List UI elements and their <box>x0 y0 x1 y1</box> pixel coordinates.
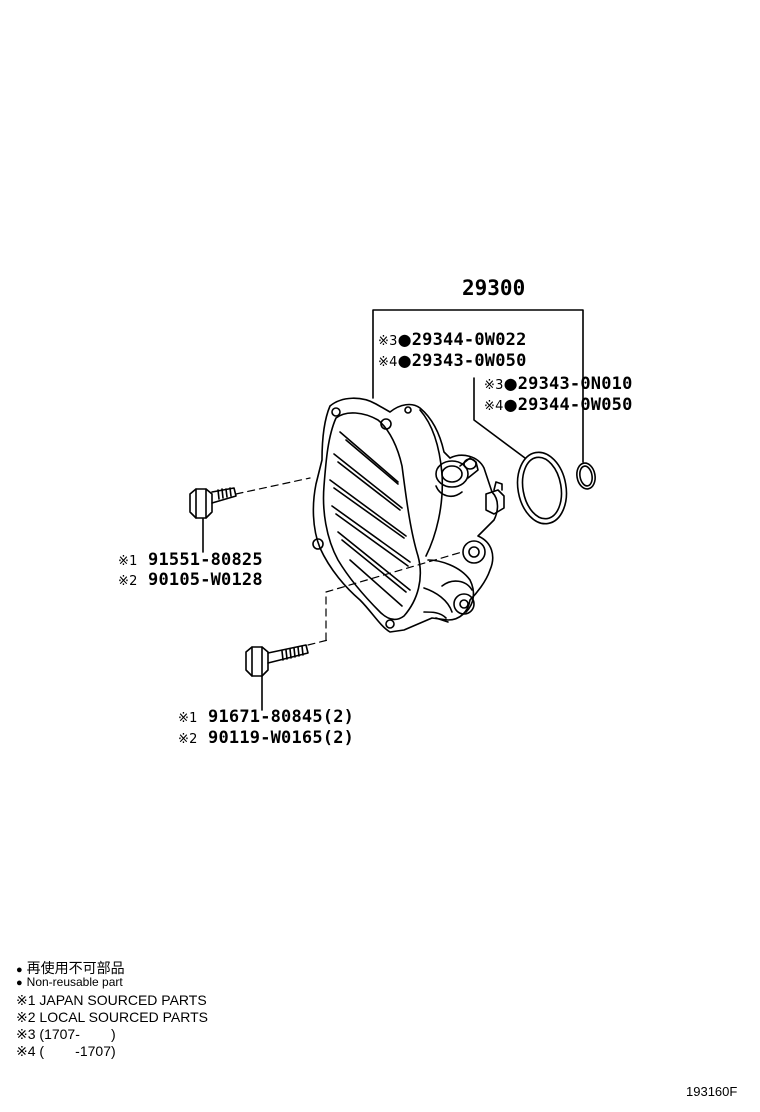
leader-lines <box>202 377 526 711</box>
assembly-bracket <box>372 309 584 463</box>
callout-c1: ※3●29344-0W022 <box>378 330 527 350</box>
callout-c3: ※3●29343-0N010 <box>484 374 633 394</box>
part-number: 91671-80845(2) <box>208 707 355 727</box>
callout-c6: ※2 90105-W0128 <box>118 570 263 590</box>
callout-mark: ※3 <box>484 378 504 393</box>
legend-note-1: ※1 JAPAN SOURCED PARTS <box>16 992 207 1008</box>
legend-note-3: ※3 (1707- ) <box>16 1026 116 1042</box>
bolt-lower <box>245 644 309 677</box>
callout-mark: ※1 <box>118 554 138 569</box>
part-number: 29343-0W050 <box>411 351 527 371</box>
vacuum-pump-body <box>312 397 505 633</box>
part-number: 90119-W0165(2) <box>208 728 355 748</box>
callout-mark: ※4 <box>378 355 398 370</box>
non-reusable-dot: ● <box>503 374 518 393</box>
legend: ●再使用不可部品 ●Non-reusable part ※1 JAPAN SOU… <box>16 958 208 1060</box>
large-o-ring <box>516 451 568 525</box>
callout-mark: ※2 <box>118 574 138 589</box>
legend-note-4: ※4 ( -1707) <box>16 1043 116 1059</box>
guide-lines <box>235 477 463 646</box>
non-reusable-dot: ● <box>397 330 412 349</box>
callout-mark: ※4 <box>484 399 504 414</box>
callout-c8: ※2 90119-W0165(2) <box>178 728 354 748</box>
non-reusable-dot: ● <box>397 351 412 370</box>
legend-text: Non-reusable part <box>26 975 123 989</box>
legend-dot: ● <box>16 964 23 976</box>
part-number: 29344-0W022 <box>411 330 527 350</box>
callout-c5: ※1 91551-80825 <box>118 550 263 570</box>
callout-mark: ※3 <box>378 334 398 349</box>
legend-dot: ● <box>16 977 23 989</box>
legend-note-2: ※2 LOCAL SOURCED PARTS <box>16 1009 208 1025</box>
callout-mark: ※1 <box>178 711 198 726</box>
assembly-number: 29300 <box>462 276 526 300</box>
part-number: 90105-W0128 <box>148 570 263 590</box>
legend-text: 再使用不可部品 <box>26 960 125 976</box>
part-number: 29344-0W050 <box>517 395 633 415</box>
pump-nozzle <box>435 457 479 498</box>
part-number: 29343-0N010 <box>517 374 633 394</box>
bolt-upper <box>189 487 237 519</box>
non-reusable-dot: ● <box>503 395 518 414</box>
small-o-ring <box>576 462 596 490</box>
legend-non-reusable-en: ●Non-reusable part <box>16 975 208 992</box>
callout-c4: ※4●29344-0W050 <box>484 395 633 415</box>
callout-c2: ※4●29343-0W050 <box>378 351 527 371</box>
part-number: 91551-80825 <box>148 550 263 570</box>
legend-non-reusable-jp: ●再使用不可部品 <box>16 958 208 976</box>
figure-code: 193160F <box>686 1084 738 1099</box>
callout-mark: ※2 <box>178 732 198 747</box>
callout-c7: ※1 91671-80845(2) <box>178 707 354 727</box>
